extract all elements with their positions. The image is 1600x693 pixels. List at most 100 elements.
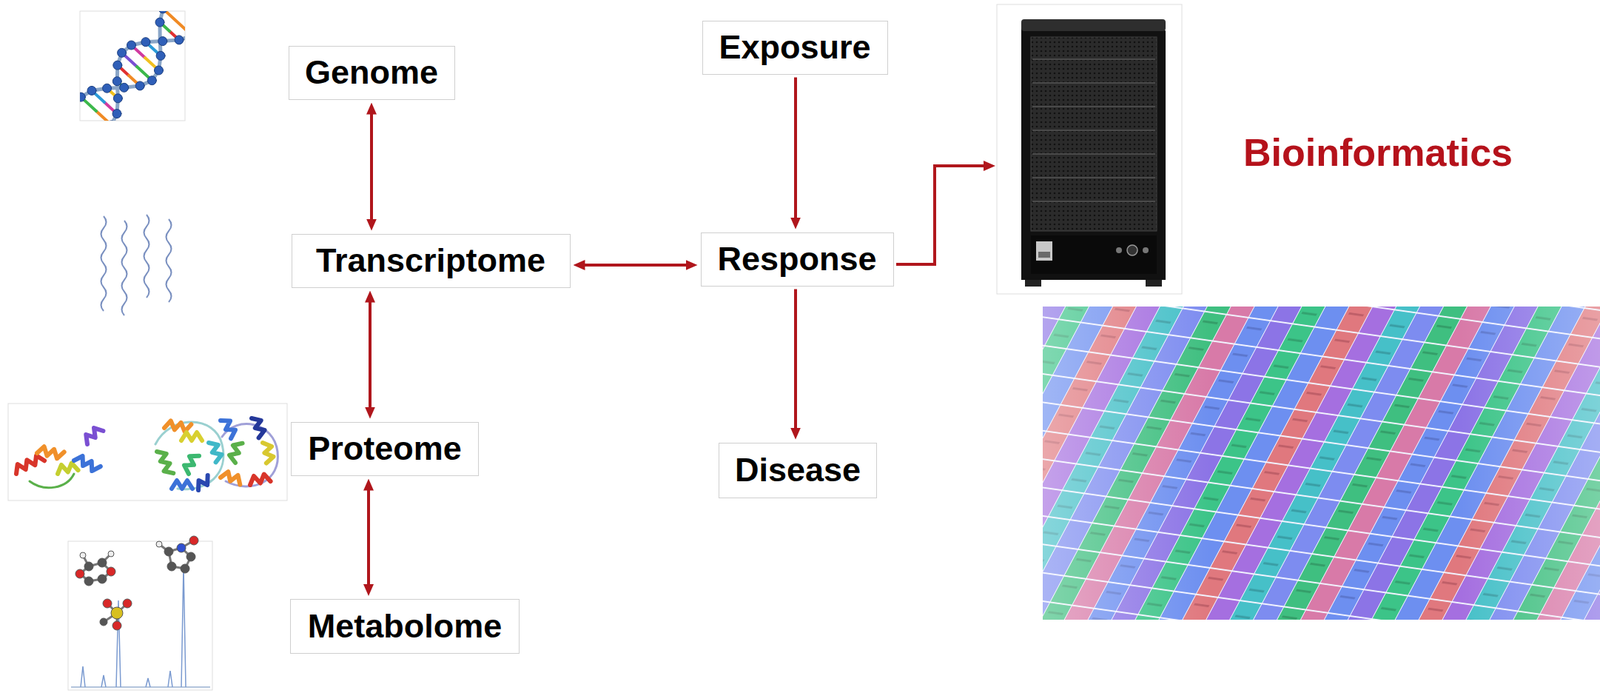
metabolite-icon-part-part xyxy=(84,576,94,586)
dna-icon-part-part-part xyxy=(119,82,129,92)
metabolite-icon-part-part xyxy=(122,598,132,608)
node-label: Transcriptome xyxy=(316,241,546,280)
node-label: Response xyxy=(717,239,877,279)
mrna-icon-part xyxy=(144,214,150,298)
dna-icon-part-part-part xyxy=(112,109,122,119)
protein-icon-part-part xyxy=(37,444,65,460)
server-tower-part xyxy=(1116,247,1122,254)
double-arrow xyxy=(370,110,373,224)
metabolite-icon-part xyxy=(79,540,194,626)
double-arrow xyxy=(367,486,371,590)
server-tower-part xyxy=(1030,37,1157,231)
process-box: Metabolome xyxy=(290,598,520,654)
arrow xyxy=(794,77,798,223)
metabolite-icon-part-part xyxy=(102,598,112,608)
dna-icon-part-part-part xyxy=(112,76,122,86)
arrow xyxy=(794,289,798,433)
server-tower-part xyxy=(1030,235,1157,274)
metabolite-icon-part-part xyxy=(108,550,114,557)
metabolite-icon-part xyxy=(68,540,213,690)
process-box: Proteome xyxy=(290,421,479,476)
dna-icon-part-part xyxy=(96,111,112,121)
protein-icon-part-part xyxy=(248,472,271,485)
protein-icon-part-part xyxy=(181,432,203,441)
dna-icon-part-part-part xyxy=(155,17,165,27)
metabolite-icon-part xyxy=(75,535,199,630)
node-label: Exposure xyxy=(718,28,871,67)
server-tower-part xyxy=(1021,25,1166,280)
metabolite-icon-part-part xyxy=(156,540,163,547)
process-box: Disease xyxy=(718,442,877,499)
server-tower-part xyxy=(1036,241,1053,261)
sequence-image-part xyxy=(1042,306,1600,620)
server-tower-part xyxy=(1021,19,1166,32)
protein-icon-part xyxy=(12,415,278,490)
node-label: Disease xyxy=(734,450,861,490)
dna-icon-part-part xyxy=(162,11,186,36)
dna-icon-part-part-part xyxy=(79,92,86,102)
protein-icon-part-part xyxy=(208,439,224,462)
protein-icon-part xyxy=(8,403,288,501)
metabolite-icon-part-part xyxy=(145,677,151,687)
dna-icon-part-part-part xyxy=(141,37,151,47)
dna-icon-part xyxy=(79,11,186,121)
metabolite-icon-part xyxy=(80,566,186,687)
protein-icon-part-part xyxy=(82,424,104,445)
dna-icon-part-part-part xyxy=(174,35,184,45)
metabolite-icon-part-part xyxy=(97,558,107,567)
dna-icon-part-part-part xyxy=(107,120,117,122)
protein-icon-part-part xyxy=(227,440,243,463)
protein-icon-part-part xyxy=(56,461,78,474)
node-label: Proteome xyxy=(307,429,462,468)
protein-icon-part-part xyxy=(220,416,239,439)
dna-icon-part-part-part xyxy=(158,11,168,14)
dna-icon-part-part-part xyxy=(147,76,157,86)
node-label: Genome xyxy=(304,53,439,92)
double-arrow xyxy=(580,263,691,267)
sequence-image xyxy=(1042,306,1600,620)
dna-icon-part-part-part xyxy=(156,51,166,60)
server-tower-part xyxy=(1032,59,1156,202)
metabolite-icon-part-part xyxy=(101,674,106,687)
server-tower xyxy=(996,4,1182,294)
connector-group xyxy=(368,77,796,590)
mrna-icon-part xyxy=(122,220,128,316)
metabolite-icon-part-part xyxy=(167,561,177,571)
process-box: Genome xyxy=(288,45,456,100)
process-box: Response xyxy=(700,232,894,287)
dna-icon-part-part-part xyxy=(117,48,127,57)
dna-icon xyxy=(76,4,192,130)
node-label: Metabolome xyxy=(307,606,503,646)
metabolite-icon-part-part xyxy=(111,606,123,619)
sequence-image-part xyxy=(1042,306,1600,620)
protein-icon-part-part xyxy=(156,448,174,476)
mrna-icon-part xyxy=(101,216,107,311)
dna-icon-part-part-part xyxy=(87,85,97,95)
metabolite-icon-part-part xyxy=(99,617,108,626)
metabolite-icon-part-part xyxy=(186,552,196,561)
server-tower-part xyxy=(1024,279,1042,287)
dna-icon-part-part-part xyxy=(113,60,123,70)
protein-icon xyxy=(8,403,288,501)
metabolite-icon-part-part xyxy=(79,552,86,559)
server-tower-part-part xyxy=(1032,200,1156,203)
mrna-icon xyxy=(101,214,172,316)
dna-icon-part-part-part xyxy=(127,40,137,50)
server-tower-part-part xyxy=(1032,82,1156,84)
dna-icon-part-part xyxy=(79,11,184,121)
protein-icon-part-part xyxy=(74,452,101,473)
metabolite-icon-part-part xyxy=(176,543,186,553)
metabolite-icon-part-part xyxy=(181,566,186,687)
dna-icon-part-part-part xyxy=(102,83,112,93)
protein-icon-part-part xyxy=(29,473,75,488)
protein-icon-part-part xyxy=(194,475,213,490)
protein-icon-part-part xyxy=(220,469,243,485)
server-tower-part xyxy=(1127,244,1138,256)
server-tower-part xyxy=(1142,247,1149,254)
server-tower-part xyxy=(1038,251,1051,258)
dna-icon-part-part-part xyxy=(135,81,145,91)
dna-icon-part-part-part xyxy=(158,37,168,46)
protein-icon-part-part xyxy=(262,441,275,463)
